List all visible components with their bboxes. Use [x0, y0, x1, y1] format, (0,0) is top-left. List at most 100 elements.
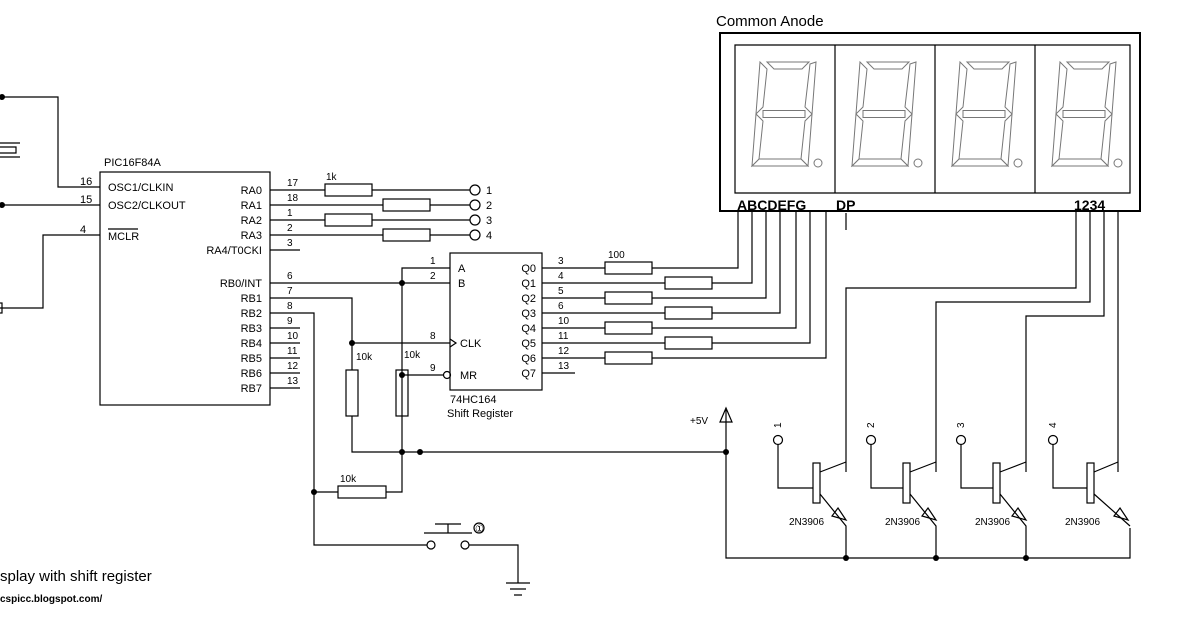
segment-d	[750, 158, 810, 167]
segment-b	[1104, 61, 1117, 116]
mcu-pin-label: RA3	[241, 230, 262, 242]
resistor-value: 100	[608, 250, 625, 261]
mcu-pin-num: 6	[287, 271, 293, 282]
sr-pin-num: 11	[558, 331, 569, 342]
mcu-pin-label: RB0/INT	[220, 278, 262, 290]
segment-a	[765, 61, 811, 70]
push-button: ①	[424, 522, 519, 583]
diagram-title: splay with shift register	[0, 568, 152, 585]
transistor-part: 2N3906	[885, 517, 920, 528]
segment-pins-label: ABCDEFG	[737, 197, 806, 213]
transistor-q4: 4 2N3906	[1047, 422, 1131, 528]
resistor-ra2	[324, 213, 373, 227]
mcu-body	[99, 171, 271, 406]
sr-pin-label: Q3	[521, 308, 536, 320]
control-wiring: 10k 10k 10k	[300, 267, 726, 546]
transistor-base-label: 4	[1048, 422, 1059, 428]
segment-f	[955, 60, 968, 116]
mcu-pin-num: 11	[287, 346, 298, 357]
supply-label: +5V	[690, 416, 708, 427]
mcu-pin-num: 9	[287, 316, 293, 327]
segment-resistors: 100	[542, 210, 827, 365]
segment-c	[800, 112, 813, 168]
sr-pin-num: 2	[430, 271, 436, 282]
sr-pin-num: 12	[558, 346, 570, 357]
mcu-pin-label: RB6	[241, 368, 262, 380]
mcu-pin-num: 18	[287, 193, 299, 204]
mcu-pin-num: 7	[287, 286, 293, 297]
resistor-rb1-pullup	[345, 369, 359, 417]
sr-pin-num: 6	[558, 301, 564, 312]
dp-pin-label: DP	[836, 197, 855, 213]
source-url: cspicc.blogspot.com/	[0, 594, 102, 605]
segment-dp	[913, 158, 923, 168]
sr-pin-num: 10	[558, 316, 570, 327]
mcu-pic16f84a: PIC16F84A 16 OSC1/CLKIN 15 OSC2/CLKOUT 4…	[80, 157, 300, 406]
mcu-pin-num: 12	[287, 361, 299, 372]
transistor-base-label: 2	[866, 422, 877, 428]
resistor-ra1	[382, 198, 431, 212]
segment-c	[900, 112, 913, 168]
segment-d	[850, 158, 910, 167]
sr-pin-label: Q5	[521, 338, 536, 350]
transistor-q2: 2 2N3906	[865, 422, 938, 558]
mcu-pin-label: RB5	[241, 353, 262, 365]
mcu-pin-num: 4	[80, 224, 86, 236]
display-housing	[719, 32, 1141, 212]
sr-pin-num: 3	[558, 256, 564, 267]
mcu-pin-label: RA1	[241, 200, 262, 212]
segment-e	[951, 112, 964, 168]
transistor-base-label: 1	[773, 422, 784, 428]
segment-a	[965, 61, 1011, 70]
digit-2	[850, 60, 923, 168]
terminal-label: 3	[486, 215, 492, 227]
mcu-name: PIC16F84A	[104, 157, 162, 169]
segment-f	[755, 60, 768, 116]
sr-pin-label: Q0	[521, 263, 536, 275]
segment-a	[1065, 61, 1111, 70]
resistor-ra3	[382, 228, 431, 242]
digit-4	[1050, 60, 1123, 168]
terminal-3	[469, 214, 481, 226]
mcu-pin-num: 15	[80, 194, 92, 206]
segment-e	[1051, 112, 1064, 168]
sr-pin-num: 8	[430, 331, 436, 342]
mcu-pin-label: RB2	[241, 308, 262, 320]
port-a-outputs: 1k 1 2 3 4	[300, 172, 492, 242]
segment-g	[1062, 110, 1106, 118]
sr-desc: Shift Register	[447, 408, 513, 420]
reset-circuit	[0, 234, 100, 314]
shift-register-body	[449, 252, 543, 391]
terminal-4	[469, 229, 481, 241]
sr-pin-num: 13	[558, 361, 570, 372]
seven-segment-display: Common Anode ABCDEFG DP 1234	[716, 13, 1141, 230]
sr-pin-num: 1	[430, 256, 436, 267]
sr-pin-num: 9	[430, 363, 436, 374]
oscillator-circuit	[0, 94, 100, 208]
mcu-pin-label: RB3	[241, 323, 262, 335]
clock-mark	[449, 338, 458, 348]
sr-pin-label: A	[458, 263, 466, 275]
resistor-value: 1k	[326, 172, 338, 183]
mcu-pin-num: 2	[287, 223, 293, 234]
segment-f	[1055, 60, 1068, 116]
transistor-part: 2N3906	[1065, 517, 1100, 528]
transistor-q3: 3 2N3906	[955, 422, 1028, 558]
resistor-rb2-pullup	[337, 485, 387, 499]
terminal-2	[469, 199, 481, 211]
segment-b	[804, 61, 817, 116]
shift-register-74hc164: A B CLK MR 1 2 8 9 Q0 Q1 Q2 Q3 Q4 Q5 Q6 …	[430, 252, 575, 420]
mcu-pin-label: RA0	[241, 185, 262, 197]
mcu-pin-num: 8	[287, 301, 293, 312]
digit-drivers: +5V 1 2N3906 2 2N3906	[690, 210, 1131, 561]
sr-pin-label: Q7	[521, 368, 536, 380]
mcu-pin-label: RA4/T0CKI	[206, 245, 262, 257]
segment-g	[862, 110, 906, 118]
segment-e	[751, 112, 764, 168]
terminal-label: 2	[486, 200, 492, 212]
segment-c	[1000, 112, 1013, 168]
segment-e	[851, 112, 864, 168]
terminal-label: 4	[486, 230, 492, 242]
resistor-value: 10k	[356, 352, 373, 363]
digit-pins-label: 1234	[1074, 197, 1105, 213]
